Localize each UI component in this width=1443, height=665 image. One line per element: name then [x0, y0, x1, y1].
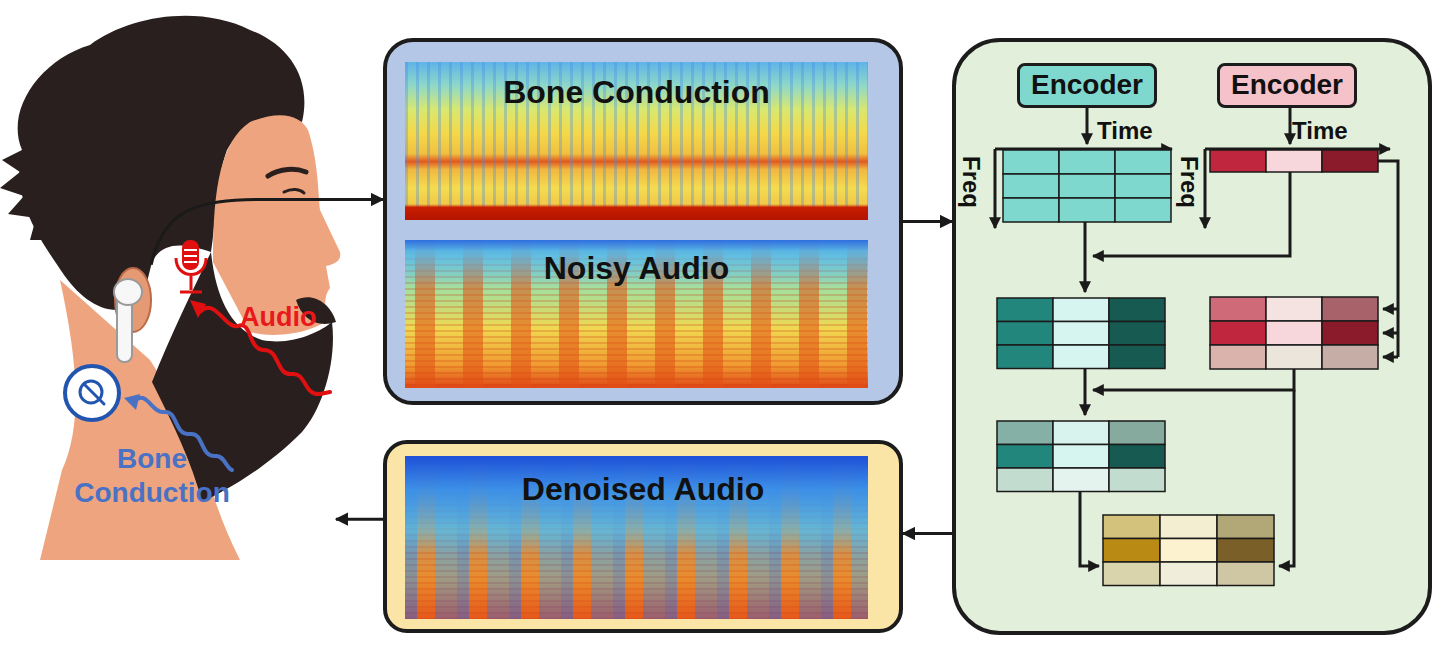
flow-arrow: [903, 220, 952, 223]
grid-cell: [1322, 150, 1378, 172]
grid-cell: [997, 468, 1053, 492]
grid-cell: [1109, 298, 1165, 322]
grid-cell: [1053, 322, 1109, 346]
flow-arrow: [903, 532, 952, 535]
grid-cell: [1053, 345, 1109, 369]
grid-cell: [1059, 198, 1115, 222]
signal-label: Audio: [240, 302, 316, 333]
grid-cell: [1210, 345, 1266, 369]
grid-cell: [1003, 174, 1059, 198]
grid-cell: [1160, 515, 1217, 539]
wire: [1383, 356, 1398, 359]
microphone-grille: [184, 250, 197, 262]
grid-cell: [1210, 297, 1266, 321]
grid-cell: [1109, 468, 1165, 492]
bone-wave-tip: [124, 394, 140, 410]
grid-cell: [1109, 421, 1165, 445]
output-panel: Denoised Audio: [383, 440, 903, 633]
hair-curls: [0, 150, 60, 240]
grid-cell: [1059, 174, 1115, 198]
bone-sensor-icon: [65, 366, 119, 420]
grid-cell: [1210, 150, 1266, 172]
grid-cell: [1003, 198, 1059, 222]
spectrogram-panel: Noisy Audio: [405, 240, 868, 388]
grid-cell: [1210, 321, 1266, 345]
grid-cell: [997, 345, 1053, 369]
wire: [1378, 161, 1398, 357]
time-axis: [995, 148, 1172, 151]
signal-label: Bone Conduction: [68, 442, 236, 510]
grid-cell: [1059, 150, 1115, 174]
bone-sensor-mark: [84, 384, 104, 404]
grid-cell: [1217, 562, 1274, 586]
grid-cell: [1115, 198, 1171, 222]
feature-grids: [997, 150, 1378, 586]
wire: [1084, 222, 1087, 292]
grid-cell: [1322, 297, 1378, 321]
panel-title: Noisy Audio: [405, 250, 868, 287]
encoder-box: Encoder: [1217, 63, 1357, 108]
grid-cell: [1115, 150, 1171, 174]
grid-cell: [997, 445, 1053, 469]
grid-cell: [1160, 562, 1217, 586]
input-panel: Bone ConductionNoisy Audio: [383, 38, 903, 405]
grid-cell: [997, 322, 1053, 346]
wire: [1279, 390, 1294, 566]
grid-cell: [1053, 468, 1109, 492]
grid-cell: [1109, 345, 1165, 369]
eye: [284, 189, 304, 193]
grid-cell: [997, 298, 1053, 322]
time-axis: [1205, 148, 1390, 151]
grid-cell: [1217, 539, 1274, 563]
grid-cell: [1266, 297, 1322, 321]
flow-arrow: [336, 518, 383, 521]
grid-cell: [1322, 321, 1378, 345]
grid-cell: [1266, 150, 1322, 172]
grid-cell: [1109, 322, 1165, 346]
speaker-illustration: AudioBone Conduction: [0, 20, 336, 530]
grid-cell: [1053, 421, 1109, 445]
panel-title: Denoised Audio: [387, 471, 899, 508]
grid-cell: [1103, 562, 1160, 586]
encoder-box: Encoder: [1017, 63, 1157, 108]
earbud-head: [114, 279, 142, 305]
grid-cell: [1322, 345, 1378, 369]
grid-cell: [1115, 174, 1171, 198]
grid-cell: [1053, 298, 1109, 322]
model-panel: Encoder Encoder: [952, 38, 1432, 635]
grid-cell: [1160, 539, 1217, 563]
grid-cell: [997, 421, 1053, 445]
wire: [1093, 172, 1290, 256]
spectrogram-panel: Bone Conduction: [405, 62, 868, 220]
eyebrow: [268, 169, 306, 176]
wire: [1086, 108, 1089, 144]
wire: [1093, 368, 1294, 390]
grid-cell: [1003, 150, 1059, 174]
grid-cell: [1053, 445, 1109, 469]
panel-title: Bone Conduction: [405, 74, 868, 111]
encoder-label: Encoder: [1020, 69, 1154, 101]
encoder-label: Encoder: [1220, 69, 1354, 101]
face-skin: [213, 115, 340, 335]
wire: [1080, 491, 1099, 566]
grid-cell: [1109, 445, 1165, 469]
grid-cell: [1217, 515, 1274, 539]
freq-axis: [994, 149, 997, 228]
wire: [1084, 369, 1087, 415]
grid-cell: [1103, 515, 1160, 539]
microphone-icon: [182, 240, 199, 270]
audio-wave-tip: [190, 300, 206, 318]
microphone-stand: [176, 258, 206, 292]
wire: [1289, 108, 1292, 144]
freq-axis: [1204, 149, 1207, 228]
wire: [1383, 332, 1398, 335]
grid-cell: [1266, 321, 1322, 345]
flow-arrow: [151, 199, 383, 264]
grid-cell: [1266, 345, 1322, 369]
wire: [1383, 308, 1398, 311]
model-wires: [995, 108, 1398, 566]
grid-cell: [1103, 539, 1160, 563]
